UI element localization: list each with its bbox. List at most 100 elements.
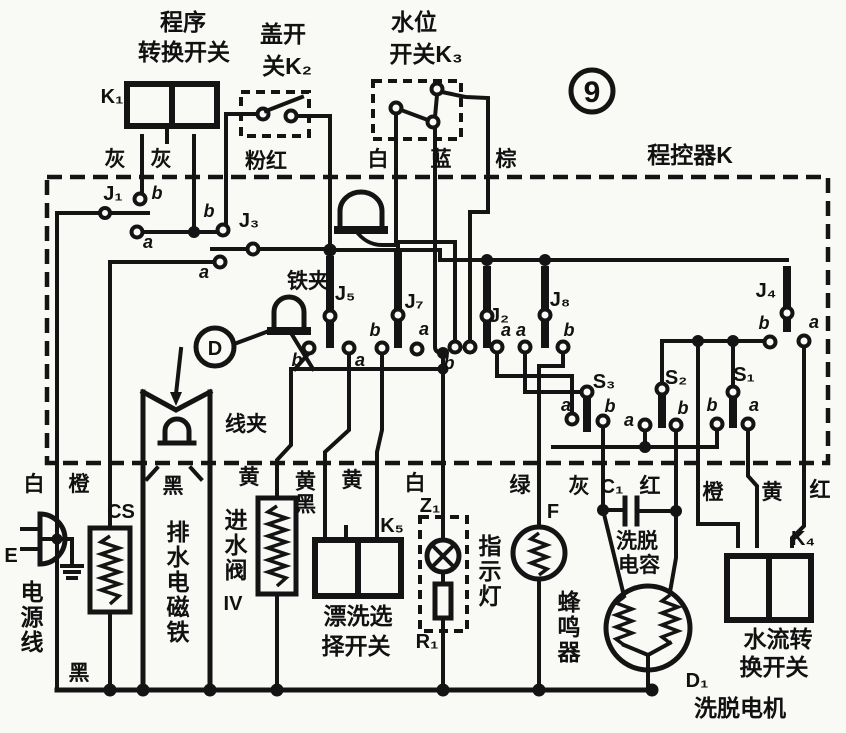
flow-switch-name-1: 水流转	[744, 626, 813, 652]
contact-s1-b: b	[707, 395, 718, 415]
motor-d1: D₁ 洗脱电机	[603, 583, 786, 721]
color-gray-2: 灰	[151, 147, 172, 171]
motor-name: 洗脱电机	[694, 695, 786, 721]
contact-j7: J₇	[404, 291, 423, 313]
lid-switch-k2: 盖开 关K₂	[239, 21, 312, 138]
indicator-lamp-name: 指示灯	[475, 534, 502, 609]
d-terminal-label: D	[208, 338, 222, 360]
color-brown: 棕	[496, 147, 517, 171]
drain-solenoid-label: 排水电磁铁	[163, 520, 190, 645]
contact-j8-b: b	[564, 320, 575, 340]
program-switch-id: K₁	[101, 86, 124, 108]
water-level-switch-k3: 水位 开关K₃	[371, 9, 463, 141]
lid-switch-title-2: 关K₂	[262, 53, 312, 79]
wire-clamp-label: 线夹	[225, 412, 267, 436]
indicator-lamp-id: Z₁	[420, 495, 441, 517]
color-blue: 蓝	[431, 148, 452, 171]
buzzer-f: F 蜂鸣器	[510, 501, 582, 665]
color-yellow-k4: 黄	[762, 481, 783, 504]
color-yellow-black: 黄黑	[293, 470, 317, 516]
color-pink: 粉红	[245, 149, 287, 173]
contact-j2-a: a	[501, 320, 511, 340]
contact-terminals	[98, 191, 812, 433]
power-id: E	[4, 545, 17, 567]
inlet-valve-suffix: IV	[224, 593, 244, 615]
color-white-lamp: 白	[405, 471, 426, 495]
capacitor-name-2: 电容	[618, 553, 660, 577]
contact-s3-a: a	[561, 395, 571, 415]
program-switch-title-2: 转换开关	[138, 39, 230, 65]
flow-switch-k4: K₄ 水流转 换开关	[724, 528, 815, 680]
capacitor-id: C₁	[601, 476, 624, 498]
contact-j5-a: a	[355, 350, 365, 370]
contact-labels: J₁ b a b J₃ a J₅ b a J₇ b a J₂ b a J₈ a …	[103, 183, 819, 430]
controller-boundary	[44, 174, 831, 466]
color-orange-k4: 橙	[703, 480, 725, 504]
cs-label: CS	[107, 501, 135, 523]
contact-j1: J₁	[103, 183, 122, 205]
water-switch-title-1: 水位	[391, 9, 437, 35]
contact-s2: S₂	[665, 367, 687, 389]
color-red-k4: 红	[810, 478, 831, 502]
color-gray-cap: 灰	[569, 474, 590, 498]
color-white-left: 白	[24, 472, 45, 496]
flow-switch-name-2: 换开关	[740, 654, 809, 680]
contact-s3-b: b	[605, 396, 616, 416]
figure-number-badge: 9	[568, 67, 616, 115]
contact-j1-b: b	[152, 183, 163, 203]
program-switch-title-1: 程序	[160, 9, 206, 35]
contact-j2: J₂	[489, 305, 509, 327]
color-yellow-k5: 黄	[342, 469, 363, 492]
d-terminal: D	[193, 325, 237, 369]
capacitor-c1: 洗脱 电容 C₁	[601, 476, 660, 577]
program-switch-k1: 程序 转换开关 K₁	[101, 9, 230, 129]
lid-switch-title-1: 盖开	[260, 21, 306, 47]
circuit-wires	[42, 89, 806, 693]
power-plug: E 电源线	[4, 511, 68, 655]
contact-j3-a: a	[199, 262, 209, 282]
color-yellow-inlet: 黄	[239, 466, 260, 489]
contact-j5-b: b	[292, 350, 303, 370]
flow-switch-id: K₄	[791, 528, 815, 550]
contact-j7-a: a	[419, 319, 429, 339]
contact-j3-b: b	[204, 201, 215, 221]
color-white-top: 白	[368, 147, 389, 171]
color-black-drain: 黑	[163, 475, 184, 498]
contact-j8-a: a	[516, 320, 526, 340]
contact-s2-a: a	[624, 410, 634, 430]
color-gray-1: 灰	[105, 147, 126, 171]
controller-label: 程控器K	[647, 142, 733, 168]
inlet-valve-label: 进水阀	[221, 508, 248, 583]
buzzer-name: 蜂鸣器	[554, 589, 582, 665]
power-name: 电源线	[17, 580, 44, 655]
iron-clamp-terminal	[267, 189, 388, 335]
capacitor-name-1: 洗脱	[616, 529, 658, 553]
color-black-bus: 黑	[69, 662, 90, 685]
contact-j8: J₈	[550, 289, 571, 311]
contact-j4-b: b	[759, 313, 770, 333]
water-switch-title-2: 开关K₃	[389, 41, 462, 67]
color-green: 绿	[510, 473, 532, 497]
rinse-switch-name-1: 漂洗选	[324, 603, 393, 629]
color-red-cap: 红	[640, 474, 661, 498]
iron-clamp-label: 铁夹	[287, 269, 329, 293]
contact-s2-b: b	[678, 398, 689, 418]
cs-component: CS	[87, 501, 135, 615]
contact-s1-a: a	[749, 395, 759, 415]
contact-j2-b: b	[444, 353, 455, 373]
indicator-lamp-z1: Z₁ R₁ 指示灯	[416, 495, 502, 653]
buzzer-id: F	[547, 501, 559, 523]
rinse-switch-id: K₅	[380, 515, 404, 537]
rinse-switch-name-2: 择开关	[322, 633, 391, 659]
indicator-resistor-id: R₁	[416, 631, 439, 653]
contact-j5: J₅	[335, 283, 355, 305]
contact-s3: S₃	[593, 371, 616, 393]
wire-color-labels: 灰 灰 粉红 白 蓝 棕 白 橙 黑 黄 黄黑 黄 白 绿 灰 红 橙 黄 红 …	[24, 147, 831, 685]
junction-dots	[51, 226, 739, 697]
inlet-valve: 进水阀 IV	[221, 495, 299, 615]
contact-j4-a: a	[809, 312, 819, 332]
figure-number: 9	[584, 76, 601, 109]
color-orange-left: 橙	[69, 472, 91, 496]
